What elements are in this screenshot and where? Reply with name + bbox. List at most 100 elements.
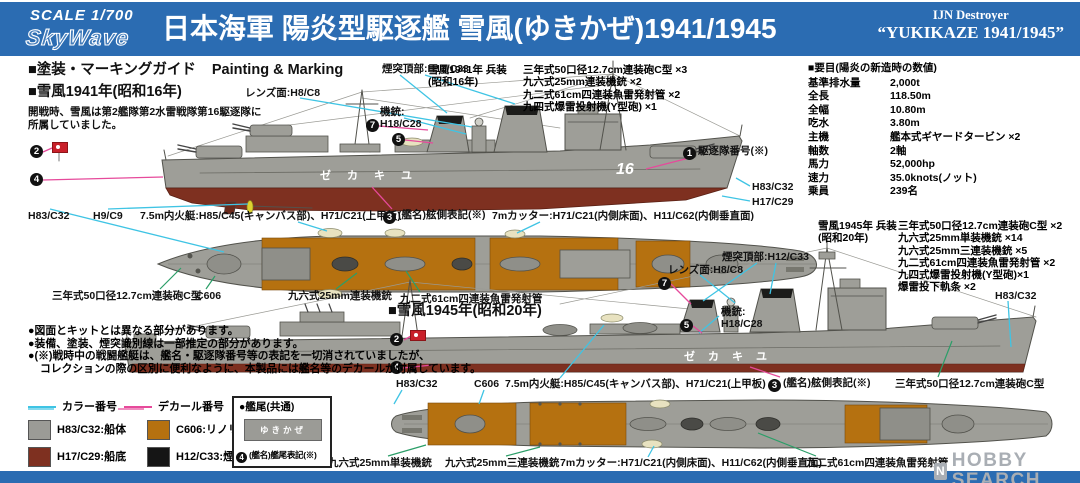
armament-item: 三年式50口径12.7cm連装砲C型 ×2	[898, 220, 1063, 232]
armament-item: 九六式25mm連装機銃 ×2	[523, 76, 642, 89]
note-line: ●図面とキットとは異なる部分があります。	[28, 325, 239, 337]
callout-side-name-1941: 3(艦名)舷側表記(※)	[383, 209, 486, 224]
color-number-label: カラー番号	[62, 401, 117, 413]
marker-3: 3	[383, 211, 396, 224]
swatch-linoleum	[147, 420, 170, 440]
desc-1941-line1: 開戦時、雪風は第2艦隊第2水雷戦隊第16駆逐隊に	[28, 106, 262, 118]
subtitle-line1: IJN Destroyer	[932, 8, 1009, 22]
naval-ensign-flag-1945	[410, 330, 426, 341]
callout-c606-1941: C606	[196, 290, 222, 302]
callout-torpedo-1945: 九二式61cm四連装魚雷発射管	[806, 457, 949, 469]
decal-number-label: デカール番号	[158, 401, 224, 413]
marker-1: 1	[683, 147, 696, 160]
callout-main-gun-1941: 三年式50口径12.7cm連装砲C型	[52, 290, 202, 302]
bottom-blue-bar	[0, 471, 1080, 483]
callout-h83-bottom-1941: H83/C32	[28, 210, 70, 222]
callout-boat-1941: 7.5m内火艇:H85/C45(キャンバス部)、H71/C21(上甲板)	[140, 210, 401, 222]
english-subtitle: IJN Destroyer “YUKIKAZE 1941/1945”	[877, 8, 1064, 43]
marker-2: 2	[30, 145, 43, 158]
callout-funnel-top-1941: 煙突頂部:H12/C33	[382, 63, 469, 75]
armament-1941-items: 三年式50口径12.7cm連装砲C型 ×3 九六式25mm連装機銃 ×2 九二式…	[523, 64, 687, 113]
swatch-label: H17/C29:船底	[57, 451, 127, 463]
callout-mg-1941: 機銃: H18/C28	[380, 106, 422, 130]
header-bar: SCALE 1/700 SkyWave 日本海軍 陽炎型駆逐艦 雪風(ゆきかぜ)…	[0, 2, 1080, 56]
desc-1941-line2: 所属していました。	[28, 119, 123, 131]
callout-h83-right-1941: H83/C32	[752, 181, 794, 193]
armament-1941-heading: 雪風1941年 兵装 (昭和16年)	[428, 64, 507, 89]
hobby-search-logo-icon: N	[934, 462, 947, 480]
stern-marking-box: ●艦尾(共通) ゆきかぜ 4(艦名)艦尾表記(※)	[232, 396, 332, 468]
marker-2: 2	[390, 333, 403, 346]
marker-3: 3	[768, 379, 781, 392]
armament-item: 九二式61cm四連装魚雷発射管 ×2	[523, 88, 681, 101]
scale-label: SCALE 1/700	[30, 7, 134, 24]
armament-item: 九六式25mm単装機銃 ×14	[898, 232, 1023, 245]
spec-title: ■要目(陽炎の新造時の数値)	[808, 62, 937, 74]
callout-lens-1945: レンズ面:H8/C8	[668, 264, 744, 276]
guide-title: ■塗装・マーキングガイド Painting & Marking	[28, 62, 343, 79]
callout-mg-triple-1945: 九六式25mm三連装機銃	[445, 457, 560, 469]
ship-1945-plan-view	[391, 399, 1053, 449]
callout-mg-1945: 機銃: H18/C28	[721, 306, 763, 330]
hobby-search-watermark: N HOBBY SEARCH	[934, 451, 1080, 483]
naval-ensign-flag-1941	[52, 142, 68, 153]
heading-1945: ■雪風1945年(昭和20年)	[388, 303, 542, 319]
heading-1941: ■雪風1941年(昭和16年)	[28, 84, 182, 100]
swatch-hull-bottom-red	[28, 447, 51, 467]
callout-h83-1945: H83/C32	[396, 378, 438, 390]
note-line: ●(※)戦時中の戦闘艦艇は、艦名・駆逐隊番号等の表記を一切消されていましたが、	[28, 350, 430, 363]
armament-1941: 雪風1941年 兵装 (昭和16年) 三年式50口径12.7cm連装砲C型 ×3…	[428, 64, 758, 124]
swatch-funnel-top-black	[147, 447, 170, 467]
legend-line-row: カラー番号 デカール番号	[28, 401, 267, 413]
callout-cutter-1941: 7mカッター:H71/C21(内側床面)、H11/C62(内側垂直面)	[492, 210, 754, 222]
callout-c606-1945: C606	[474, 378, 500, 390]
armament-item: 三年式50口径12.7cm連装砲C型 ×3	[523, 64, 688, 76]
decal-line-sample	[124, 406, 152, 408]
marker-4: 4	[236, 452, 247, 463]
callout-torpedo-1941: 九二式61cm四連装魚雷発射管	[400, 293, 543, 305]
ship-1941-side-view	[58, 60, 743, 341]
swatch-label: H83/C32:船体	[57, 424, 127, 436]
armament-item: 九四式爆雷投射機(Y型砲)×1	[898, 269, 1029, 282]
guide-title-jp: ■塗装・マーキングガイド	[28, 62, 196, 78]
color-line-sample	[28, 406, 56, 408]
marker-7: 7	[658, 277, 671, 290]
armament-item: 九四式爆雷投射機(Y型砲) ×1	[523, 100, 657, 113]
marker-4: 4	[390, 361, 403, 374]
page-title: 日本海軍 陽炎型駆逐艦 雪風(ゆきかぜ)1941/1945	[162, 13, 777, 44]
note-line: コレクションの際の区別に便利なように、本製品には艦名等のデカールが付属しています…	[40, 362, 481, 375]
marker-7: 7	[366, 119, 379, 132]
stern-box-caption: 4(艦名)艦尾表記(※)	[236, 449, 317, 463]
color-callout-lines	[28, 74, 1012, 458]
armament-item: 爆雷投下軌条 ×2	[898, 281, 976, 294]
callout-funnel-top-1945: 煙突頂部:H12/C33	[722, 251, 809, 263]
callout-boat-1945: 7.5m内火艇:H85/C45(キャンバス部)、H71/C21(上甲板)	[505, 378, 766, 390]
armament-item: 九六式25mm三連装機銃 ×5	[898, 244, 1028, 257]
callout-side-name-1945: 3(艦名)舷側表記(※)	[768, 377, 871, 392]
ship-1941-plan-view	[156, 228, 817, 299]
armament-1945-heading: 雪風1945年 兵装 (昭和20年)	[818, 220, 897, 245]
stern-name-plate: ゆきかぜ	[244, 419, 322, 441]
armament-1945: 雪風1945年 兵装 (昭和20年) 三年式50口径12.7cm連装砲C型 ×2…	[818, 220, 1080, 300]
callout-lens-1941: レンズ面:H8/C8	[245, 87, 321, 99]
swatch-hull-gray	[28, 420, 51, 440]
stern-box-title: ●艦尾(共通)	[239, 401, 295, 413]
callout-mg-single-1945: 九六式25mm単装機銃	[328, 457, 432, 469]
hull-name-1941: ゼカキユ	[320, 170, 428, 182]
callout-h9-propeller-1941: H9/C9	[93, 210, 123, 222]
notes-block: ●図面とキットとは異なる部分があります。 ●装備、塗装、煙突識別線は一部推定の部…	[28, 325, 481, 375]
bow-number-1941: 16	[616, 161, 634, 178]
note-line: ●装備、塗装、煙突識別線は一部推定の部分があります。	[28, 337, 304, 350]
callout-main-gun-1945: 三年式50口径12.7cm連装砲C型	[895, 378, 1045, 390]
hull-name-1945: ゼカキユ	[684, 351, 780, 363]
armament-item: 九二式61cm四連装魚雷発射管 ×2	[898, 256, 1056, 269]
